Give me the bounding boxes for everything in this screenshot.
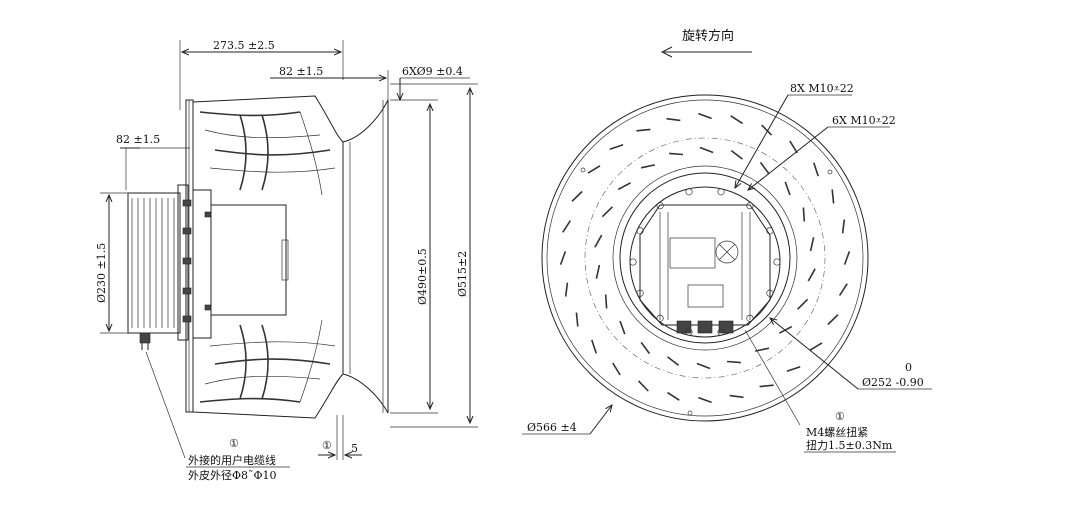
blade-slot: [809, 342, 823, 351]
motor-bolts: [182, 199, 212, 323]
blade-slot: [591, 339, 597, 354]
bolt-spec-8x: 8X M10⩡22: [790, 82, 854, 95]
callout-number-side: ①: [322, 439, 332, 452]
blade-slot: [831, 189, 835, 204]
blade-slot: [761, 124, 773, 136]
motor-plate: [629, 186, 781, 338]
blade-slot: [696, 362, 711, 370]
bolt-hole: [766, 227, 774, 235]
blade-slot: [619, 320, 626, 335]
blade-slot: [609, 144, 624, 150]
blade-slot: [698, 396, 712, 404]
dim-gap: 5: [351, 442, 358, 455]
blade-slot: [667, 356, 680, 367]
blade-slot: [640, 341, 651, 355]
tolerance-upper: 0: [905, 361, 912, 374]
note-cable-line2: 外皮外径Φ8˜Φ10: [188, 469, 277, 482]
dim-total-length: 273.5 ±2.5: [213, 39, 275, 52]
side-blades-top: [199, 111, 336, 196]
bolt-hole: [717, 328, 725, 336]
blade-slot: [595, 264, 601, 279]
bolt-hole: [746, 202, 754, 210]
blade-slot: [617, 182, 631, 191]
front-outer-diameter: Ø566 ±4: [527, 421, 577, 434]
note-number-side: ①: [229, 437, 239, 450]
bolt-holes: [629, 188, 781, 336]
blade-slot: [666, 117, 681, 122]
blade-slot: [843, 251, 851, 265]
front-view: 旋转方向: [522, 28, 932, 453]
blade-slot: [604, 294, 608, 309]
blade-slot: [755, 347, 770, 352]
blade-slot: [587, 165, 601, 174]
bolt-circle-diameter: Ø252 -0.90: [862, 376, 924, 389]
blade-slot: [594, 234, 603, 248]
blade-slot: [789, 140, 798, 154]
bolt-spec-6x: 6X M10⩡22: [832, 114, 896, 127]
note-number-front: ①: [835, 410, 845, 423]
rotation-direction-label: 旋转方向: [682, 28, 734, 44]
dim-motor-length: 82 ±1.5: [116, 133, 160, 146]
bolt-hole: [656, 202, 664, 210]
note-cable-line1: 外接的用户电缆线: [188, 453, 276, 467]
bolt-hole: [685, 188, 693, 196]
blade-slots: [559, 112, 851, 404]
blade-slot: [730, 115, 743, 125]
bolt-hole: [636, 227, 644, 235]
blade-slot: [640, 164, 655, 169]
dim-inlet-length: 82 ±1.5: [279, 65, 323, 78]
blade-slot: [729, 394, 744, 399]
blade-slot: [807, 268, 816, 282]
blade-slot: [797, 298, 809, 310]
bolt-hole: [629, 258, 637, 266]
blade-slot: [827, 314, 839, 326]
blade-slot: [564, 282, 569, 297]
bolt-hole: [773, 258, 781, 266]
side-blades-bottom: [199, 319, 336, 403]
blade-slot: [637, 380, 649, 392]
dim-inner-diameter: Ø490±0.5: [416, 248, 429, 305]
blade-slot: [759, 161, 770, 175]
dim-holes: 6XØ9 ±0.4: [402, 65, 463, 78]
bolt-hole: [717, 188, 725, 196]
bolt-hole: [685, 328, 693, 336]
blade-slot: [841, 219, 846, 234]
blade-slot: [759, 384, 774, 388]
blade-slot: [612, 362, 621, 376]
blade-slot: [667, 391, 680, 401]
blade-slot: [562, 220, 572, 233]
blade-slot: [838, 283, 848, 296]
bolt-hole: [766, 289, 774, 297]
blade-slot: [809, 237, 815, 252]
blade-slot: [813, 162, 819, 177]
note-screw-line2: 扭力1.5±0.3Nm: [806, 438, 893, 452]
blade-slot: [699, 146, 714, 154]
blade-slot: [802, 207, 806, 222]
blade-slot: [786, 366, 801, 372]
note-screw-line1: M4螺丝扭紧: [806, 425, 868, 439]
blade-slot: [784, 181, 791, 196]
dim-outer-diameter: Ø515±2: [456, 251, 469, 297]
blade-slot: [636, 128, 651, 132]
bolt-hole: [746, 314, 754, 322]
blade-slot: [559, 251, 567, 265]
blade-slot: [698, 112, 712, 120]
bolt-hole: [656, 314, 664, 322]
blade-slot: [669, 152, 684, 156]
blade-slot: [779, 325, 793, 334]
motor-fins: [131, 198, 175, 328]
blade-slot: [730, 149, 743, 160]
blade-slot: [601, 206, 613, 218]
blade-slot: [575, 312, 579, 327]
dim-motor-diameter: Ø230 ±1.5: [95, 243, 108, 303]
bolt-hole: [636, 289, 644, 297]
side-view: 273.5 ±2.5 82 ±1.5 6XØ9 ±0.4 82 ±1.5 Ø23…: [95, 39, 478, 482]
blade-slot: [726, 360, 741, 364]
blade-slot: [571, 190, 583, 202]
